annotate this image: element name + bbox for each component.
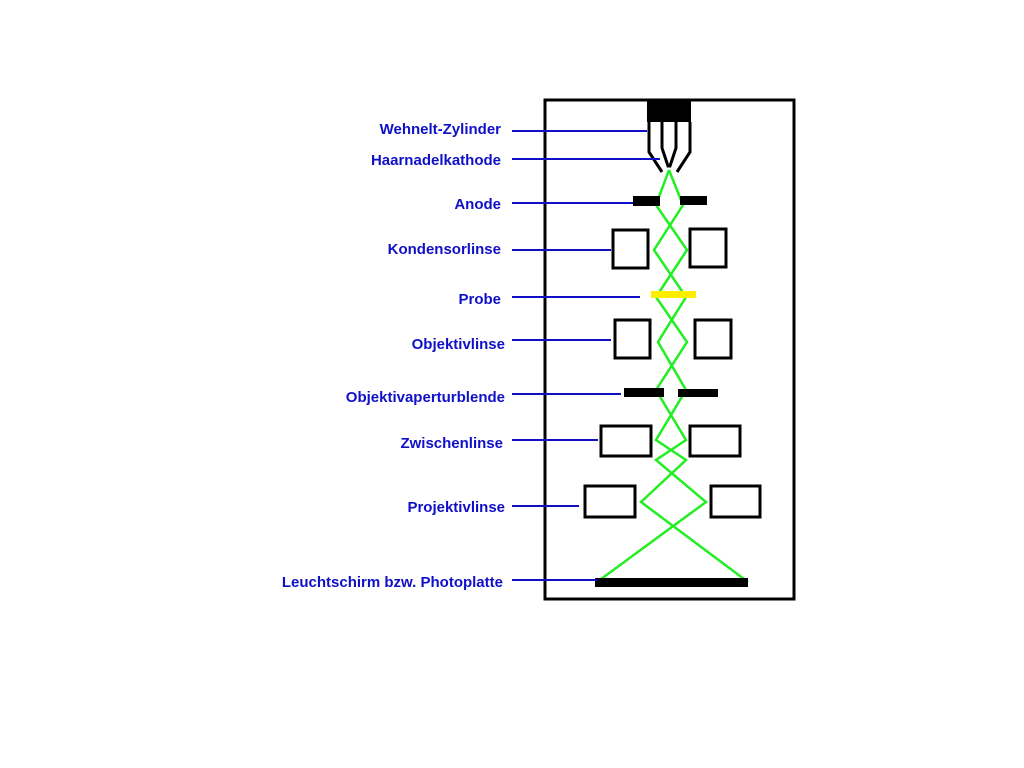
aperture-left — [624, 388, 664, 397]
beam-right — [596, 169, 709, 584]
electron-beam — [596, 169, 749, 584]
label-aperture: Objektivaperturblende — [346, 389, 505, 406]
wehnelt-cylinder — [647, 100, 692, 173]
aperture-right — [678, 389, 718, 397]
label-objective: Objektivlinse — [412, 336, 505, 353]
anode-left — [633, 196, 660, 206]
label-screen: Leuchtschirm bzw. Photoplatte — [282, 574, 503, 591]
label-specimen: Probe — [458, 291, 501, 308]
label-intermediate: Zwischenlinse — [400, 435, 503, 452]
hairpin-cathode — [660, 122, 678, 168]
projector-lens-left — [583, 484, 637, 519]
condenser-lens-left — [611, 228, 650, 270]
fluorescent-screen — [595, 578, 748, 587]
anode-right — [680, 196, 707, 205]
label-cathode: Haarnadelkathode — [371, 152, 501, 169]
label-projector: Projektivlinse — [407, 499, 505, 516]
specimen — [651, 291, 696, 298]
intermediate-lens-left — [599, 424, 653, 458]
objective-lens-left — [613, 318, 652, 360]
label-anode: Anode — [454, 196, 501, 213]
projector-lens-right — [709, 484, 762, 519]
condenser-lens-right — [688, 227, 728, 269]
label-condenser: Kondensorlinse — [388, 241, 501, 258]
objective-lens-right — [693, 318, 733, 360]
label-wehnelt: Wehnelt-Zylinder — [380, 121, 502, 138]
labels: Wehnelt-Zylinder Haarnadelkathode Anode … — [282, 121, 505, 591]
leader-lines — [512, 130, 660, 581]
wehnelt-cap — [647, 100, 691, 122]
intermediate-lens-right — [688, 424, 742, 458]
wehnelt-shell — [647, 122, 692, 173]
